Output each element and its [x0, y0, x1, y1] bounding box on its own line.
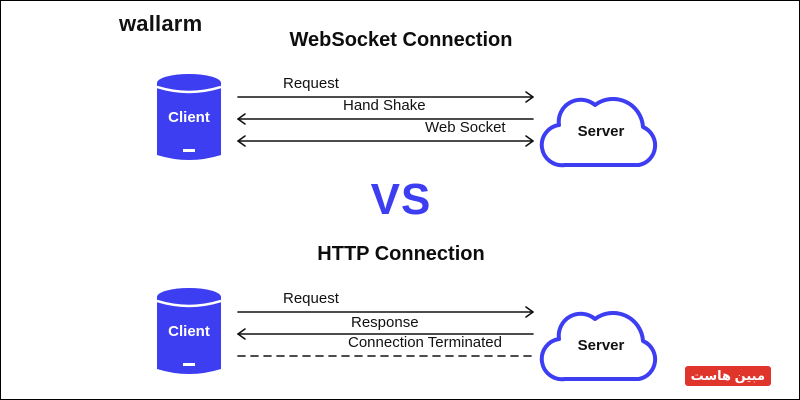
websocket-client-label: Client [168, 109, 210, 126]
http-server-label: Server [577, 337, 625, 354]
http-terminated-label: Connection Terminated [348, 334, 502, 351]
websocket-title: WebSocket Connection [289, 29, 513, 51]
http-client-icon: Client [156, 287, 222, 377]
websocket-server-cloud-icon: Server [539, 87, 663, 175]
ws-websocket-arrow [237, 135, 534, 147]
http-request-arrow [237, 306, 534, 318]
ws-handshake-arrow [237, 113, 534, 125]
watermark-text: مبین هاست [684, 366, 771, 386]
http-response-label: Response [351, 314, 419, 331]
http-server-cloud-icon: Server [539, 301, 663, 389]
ws-request-label: Request [283, 75, 339, 92]
watermark-badge: مبین هاست [684, 363, 771, 389]
websocket-client-icon: Client [156, 73, 222, 163]
wallarm-logo: wallarm [119, 11, 203, 36]
http-client-label: Client [168, 323, 210, 340]
vs-separator: VS [370, 175, 432, 224]
http-response-arrow [237, 328, 534, 340]
ws-websocket-label: Web Socket [425, 119, 506, 136]
websocket-server-label: Server [577, 123, 625, 140]
ws-request-arrow [237, 91, 534, 103]
http-request-label: Request [283, 290, 339, 307]
http-title: HTTP Connection [317, 243, 485, 265]
ws-handshake-label: Hand Shake [343, 97, 426, 114]
